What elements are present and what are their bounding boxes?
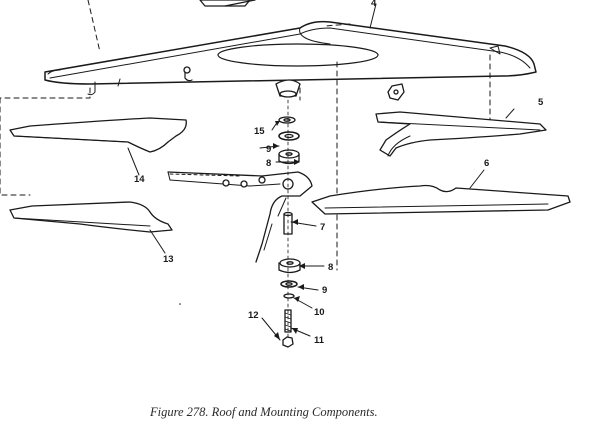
- callout-8-upper: 8: [266, 158, 271, 169]
- callout-12: 12: [248, 310, 259, 321]
- upper-mount-stack: [275, 79, 301, 165]
- dashed-leaders: [0, 0, 491, 271]
- callout-4: 4: [371, 0, 377, 9]
- lower-mount-stack: [278, 258, 301, 348]
- callout-11: 11: [314, 335, 325, 346]
- callout-10: 10: [314, 307, 325, 318]
- callout-8-lower: 8: [328, 262, 333, 273]
- callout-arrowheads: [273, 121, 305, 340]
- callout-9-upper: 9: [266, 144, 271, 155]
- callout-labels: 4 5 6 7 8 8 9 9 10 11 12 13 14 15: [134, 0, 544, 346]
- upper-cropped-part: [199, 0, 256, 7]
- mounting-arm: [167, 171, 313, 263]
- figure-caption: Figure 278. Roof and Mounting Components…: [150, 405, 378, 419]
- callout-13: 13: [163, 254, 174, 265]
- callout-15: 15: [254, 126, 265, 137]
- callout-5: 5: [538, 97, 544, 108]
- side-panel-6: [311, 184, 571, 215]
- side-panel-14: [9, 117, 187, 153]
- stray-mark: [179, 303, 181, 305]
- roof-panel: [44, 20, 537, 101]
- callout-9-lower: 9: [322, 285, 327, 296]
- callout-14: 14: [134, 174, 145, 185]
- callout-7: 7: [320, 222, 325, 233]
- side-panel-13: [9, 201, 173, 233]
- callout-6: 6: [484, 158, 489, 169]
- side-panel-5: [375, 111, 547, 157]
